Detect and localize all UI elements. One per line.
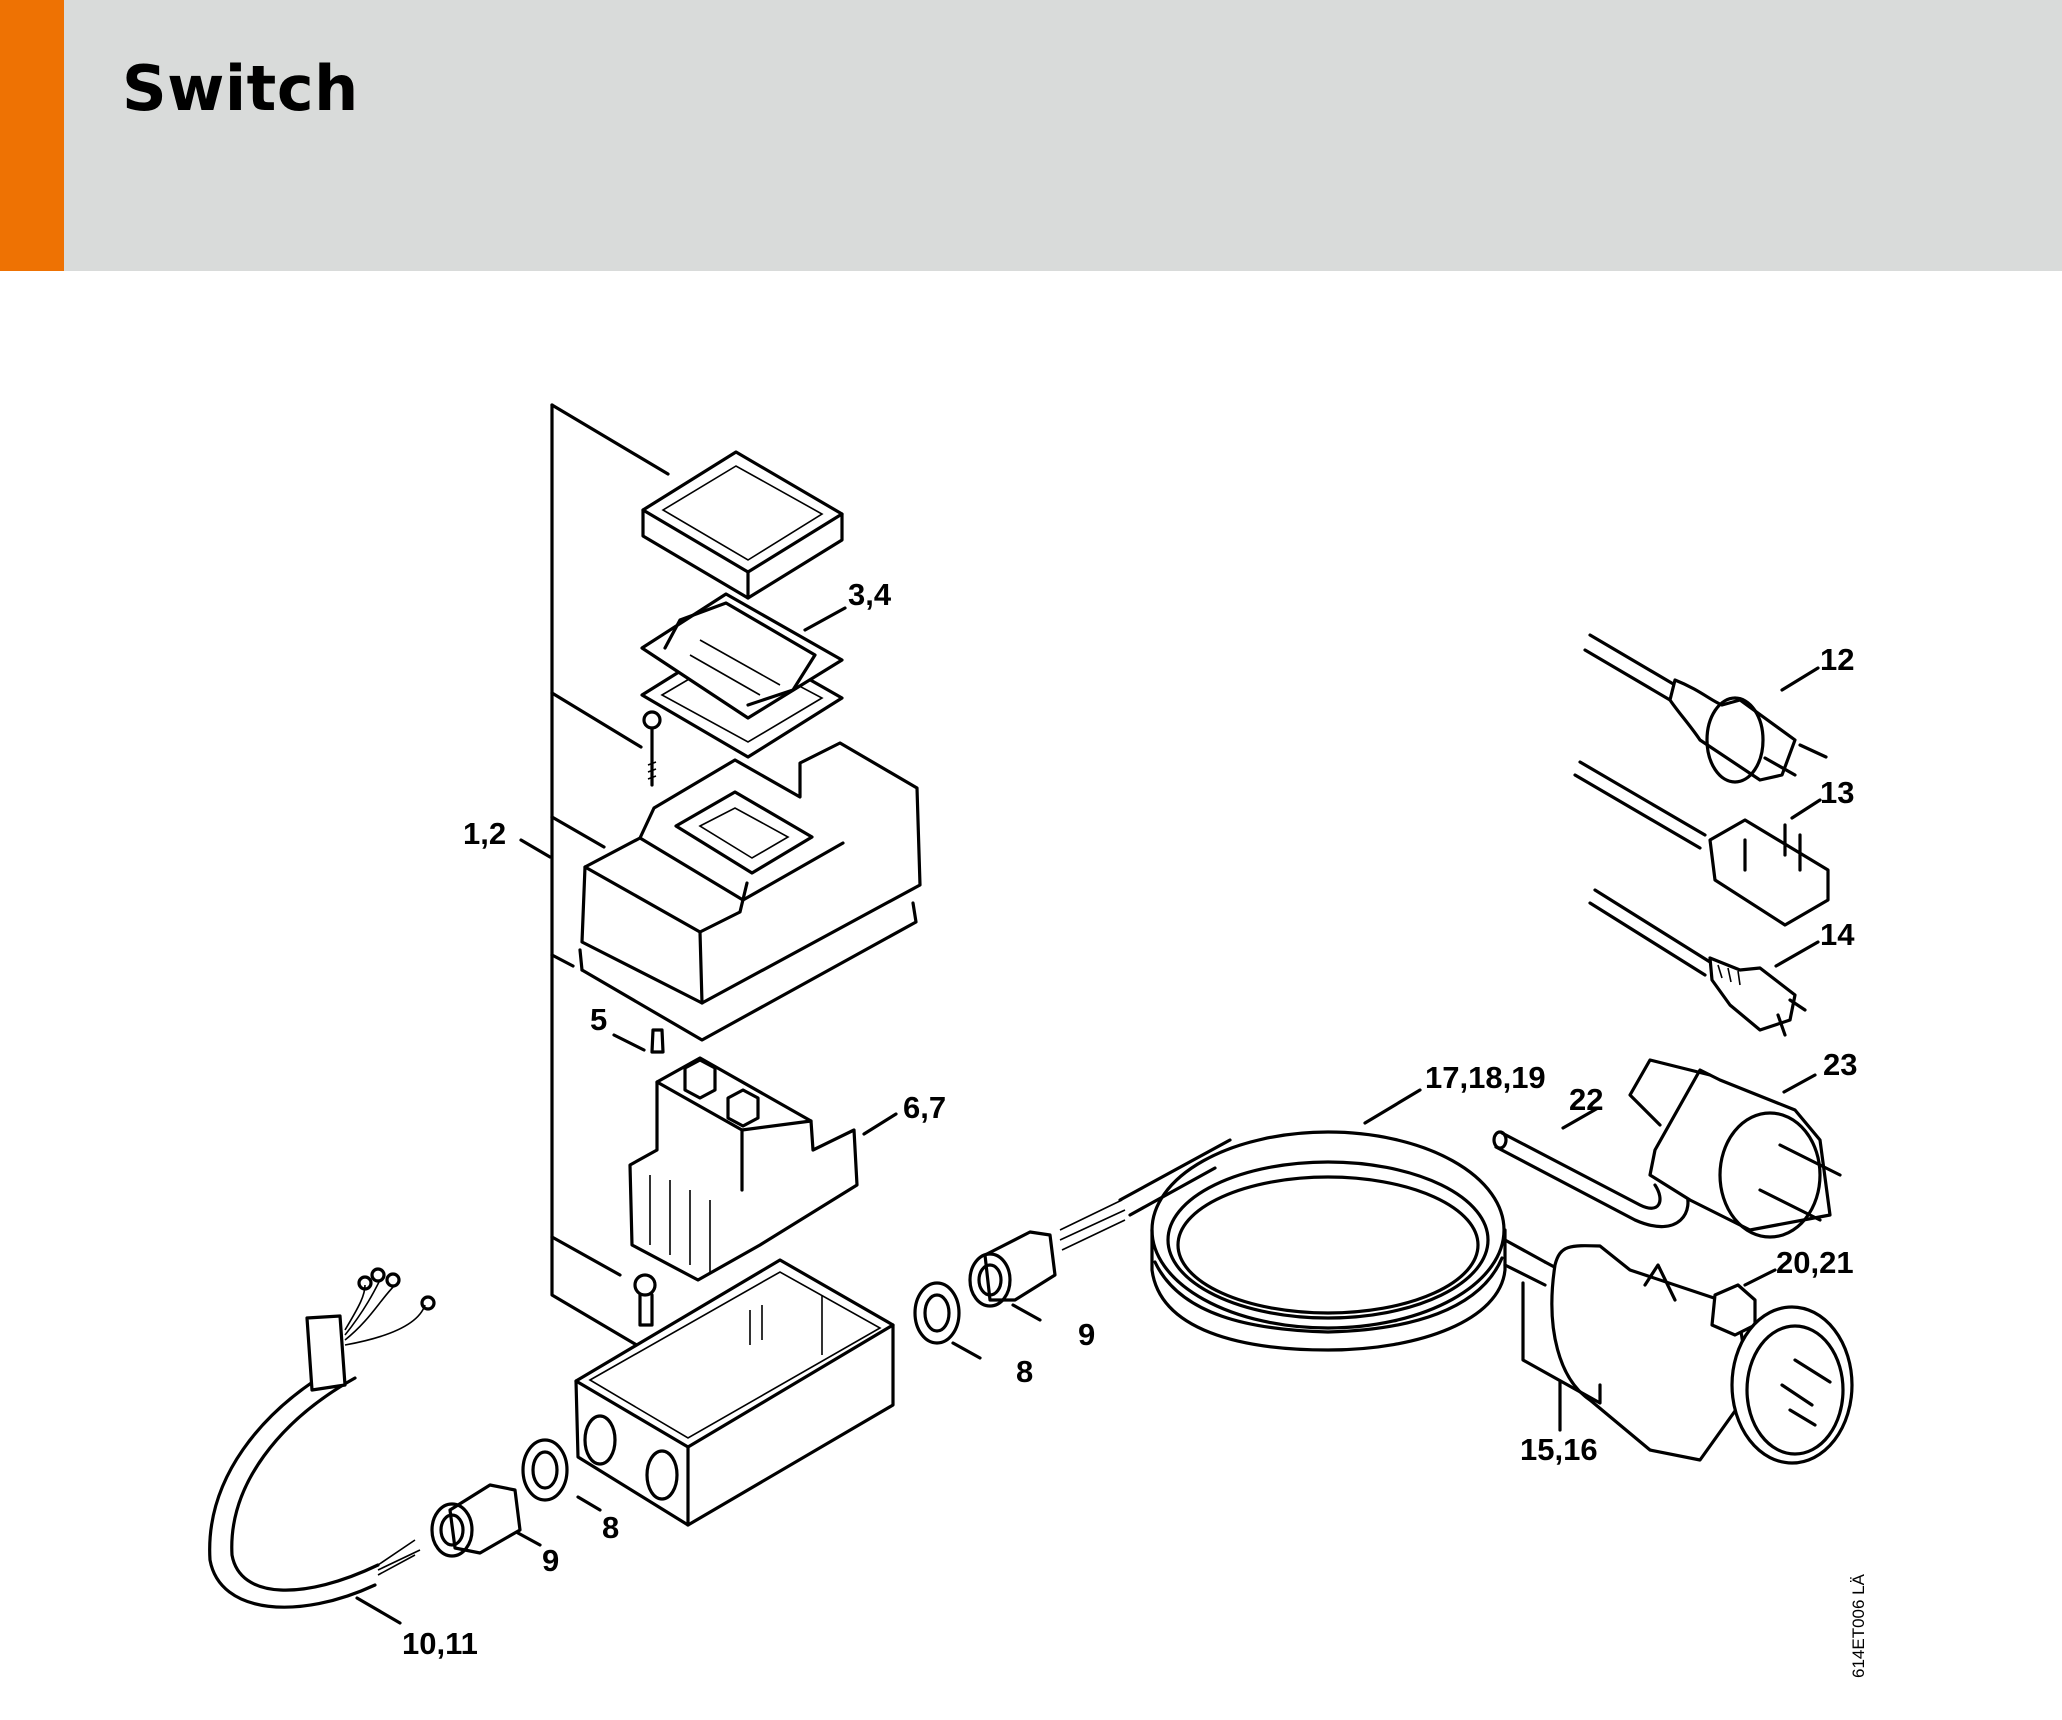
assembly-bracket [519,403,670,1349]
callout-13: 13 [1820,775,1854,810]
leader-10-11 [355,1596,402,1625]
left-lock-nut-part [521,1438,569,1502]
drawing-code: 614ET006 LÄ [1849,1573,1868,1678]
callout-9-right: 9 [1078,1317,1095,1352]
leader-20-21 [1743,1268,1777,1287]
callout-9-left: 9 [542,1543,559,1578]
cover-gasket-part [640,592,844,759]
callout-10-11: 10,11 [402,1626,478,1661]
clip-part [633,1273,657,1327]
callout-20-21: 20,21 [1776,1245,1854,1280]
header-accent-stripe [0,0,64,271]
page-title: Switch [122,52,359,125]
leader-15-16 [1521,1281,1602,1432]
leader-13 [1790,798,1822,820]
left-cable-gland-part [430,1483,522,1558]
leader-14 [1774,940,1820,968]
callout-12: 12 [1820,642,1854,677]
plug-23-part [1628,1058,1842,1239]
small-screw-part [612,1028,665,1054]
base-box-part [574,1258,895,1527]
callout-5: 5 [590,1002,607,1037]
callout-8-left: 8 [602,1510,619,1545]
switch-unit-part [628,1056,859,1282]
leader-17-18-19 [1363,1088,1422,1125]
leader-3-4 [803,606,847,632]
screw-part [642,710,662,787]
leader-6-7 [862,1112,898,1136]
upper-housing-part [578,741,922,1042]
header-bar [0,0,2062,271]
leader-12 [1780,666,1820,692]
callout-6-7: 6,7 [903,1090,946,1125]
callout-14: 14 [1820,917,1855,952]
callout-8-right: 8 [1016,1354,1033,1389]
top-frame-part [641,450,844,600]
right-lock-nut-part [913,1281,961,1345]
callout-22: 22 [1569,1082,1603,1117]
callout-23: 23 [1823,1047,1857,1082]
leader-23 [1782,1073,1817,1094]
plug-14-part [1588,888,1807,1037]
leader-8-left [576,1495,602,1512]
leader-9-left [516,1531,542,1547]
right-cable-gland-part [968,1230,1057,1308]
callout-1-2: 1,2 [463,816,506,851]
callout-17-18-19: 17,18,19 [1425,1060,1546,1095]
callout-15-16: 15,16 [1520,1432,1598,1467]
callout-3-4: 3,4 [848,577,892,612]
plug-12-part [1583,633,1828,784]
leader-8-right [951,1341,982,1360]
leader-9-right [1011,1303,1042,1322]
coiled-cable-part [1059,1130,1547,1352]
plug-13-part [1573,760,1830,927]
leader-22 [1561,1106,1600,1130]
internal-cable-part [208,1267,436,1609]
cee-plug-part [1543,1244,1854,1465]
